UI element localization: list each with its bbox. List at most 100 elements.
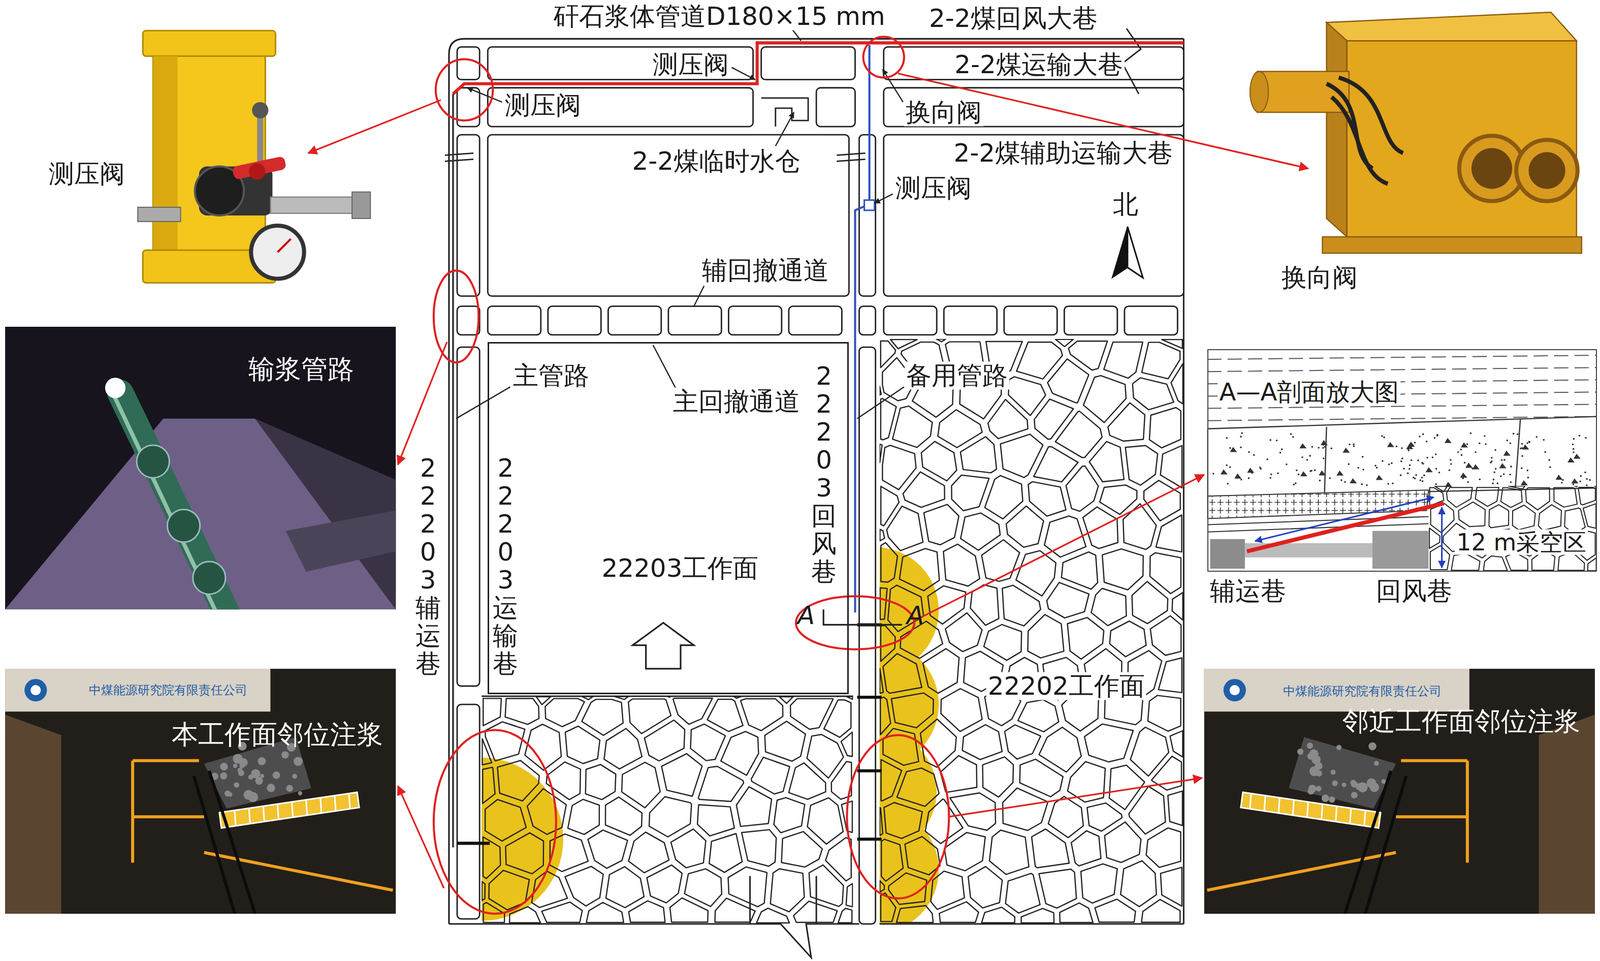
coal-pillar [457,306,480,335]
rock-dot [1276,472,1279,475]
goaf-stone [880,587,888,620]
conveyor-segment [234,810,236,826]
rock-dot [1448,468,1451,471]
rock-dot [1436,434,1439,437]
borehole-mark [857,695,882,699]
rock-dot [1240,431,1243,434]
rock-dot [1573,437,1576,440]
coal-pillar [487,46,753,80]
goaf-stone [936,338,946,342]
goaf-stone [981,906,1015,923]
coal-pillar [859,306,876,335]
rock-chip [1573,453,1581,459]
goaf-stone [1091,588,1127,626]
rock-dot [1225,436,1228,439]
rock-dot [1212,472,1215,475]
gravel [250,768,261,778]
water-sump [761,98,809,127]
rock-dot [1253,454,1256,457]
rock-dot [1584,471,1587,474]
rock-dot [1527,476,1530,479]
gravel [1330,769,1336,775]
valve-pipe [270,197,361,214]
coal-pillar [457,46,480,80]
goaf-stone [1123,503,1157,550]
gravel [228,791,233,797]
rock-dot [1499,474,1502,477]
gauge-needle [277,238,291,252]
rock-dot [1526,441,1529,444]
goaf-stone [897,767,940,806]
goaf-stone [707,698,743,731]
rock-dot [1585,484,1588,487]
rock-chip [1387,441,1395,447]
rock-dot [1317,446,1320,449]
grout-line [132,760,393,890]
rock-dot [1319,479,1322,482]
coal-layer [1207,516,1429,532]
adjacent-grout-photo [1204,668,1595,914]
conveyor [219,791,360,828]
stratum-line [1207,355,1597,360]
goaf-stone [1429,527,1440,549]
goaf-stone [879,667,884,693]
rock-chip [1336,470,1344,476]
goaf-stone [1141,342,1180,379]
rock-dot [1434,483,1437,486]
conveyor-segment [334,795,336,811]
pressure-valve-photo [137,30,371,283]
coal-pillar [761,46,856,80]
valve-body [152,55,266,255]
goaf-stone [649,796,692,837]
rock-dot [1500,458,1503,461]
map-label: 辅回撤通道 [700,256,831,285]
roadway-edge [194,770,256,914]
rock-dot [1426,456,1429,459]
rock-dot [1248,451,1251,454]
rock-dot [1391,482,1394,485]
grout-zone [879,806,940,924]
rock-dot [1494,449,1497,452]
node-text: 22203工作面 [599,553,760,582]
goaf-stone [962,724,1003,760]
rock-dot [1493,470,1496,473]
borehole-mark [457,841,490,845]
node-text: 中煤能源研究院有限责任公司 [88,683,248,697]
map-label: 测压阀 [503,90,583,119]
goaf-stone [943,544,980,586]
node-text: A—A剖面放大图 [1218,378,1401,406]
rock-dot [1528,440,1531,443]
goaf-stone [1080,863,1118,903]
borehole-mark [857,769,882,773]
gravel [1307,752,1315,760]
rock-dot [1466,481,1469,484]
rock-dot [1423,474,1426,477]
rock-dot [1402,467,1405,470]
goaf-stone [1488,504,1509,528]
coal-pillar [859,346,876,924]
rock-dot [1322,446,1325,450]
goaf-stone [896,905,934,922]
callout-arrow [308,100,441,153]
goaf-stone [1103,341,1143,378]
rock-dot [1417,459,1420,462]
gravel [298,790,303,795]
slurry-pipe [453,42,1184,94]
lamp-glow [105,377,126,398]
map-label: 2-2煤回风大巷 [927,4,1100,33]
goaf-stone [951,474,989,511]
goaf-stone [846,883,853,907]
goaf-stone [905,836,941,875]
rock-dot [1450,462,1453,465]
node-text: 邻近工作面邻位注浆 [1342,707,1581,736]
rock-dot [1408,467,1411,470]
rock-dot [1357,466,1360,469]
map-label: 矸石浆体管道D180×15 mm [552,2,887,31]
callout-ring [433,270,479,363]
rock-dot [1433,436,1436,439]
rock-dot [1421,461,1424,464]
goaf-stone [1104,821,1142,862]
rock-dot [1572,448,1575,451]
dimension-line [1255,496,1434,541]
rock-dot [1328,476,1331,479]
